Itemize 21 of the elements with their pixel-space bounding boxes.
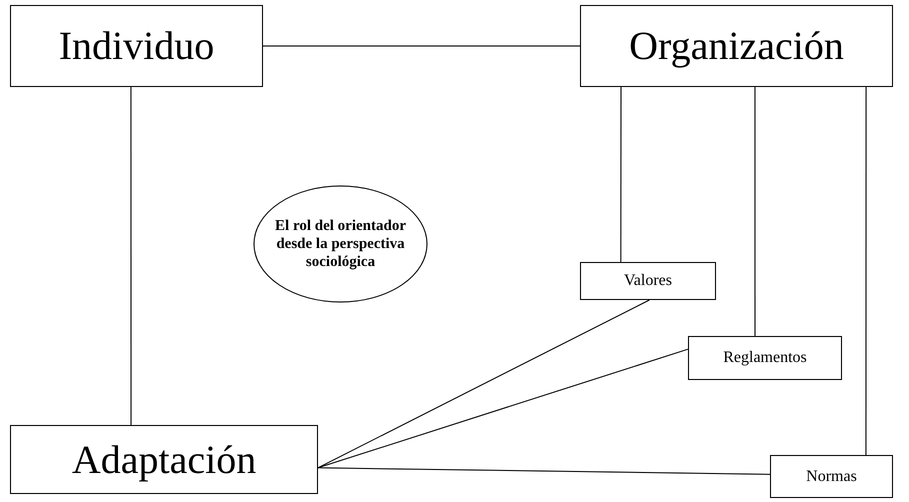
node-label: Valores <box>624 271 672 291</box>
node-label: Normas <box>806 466 857 486</box>
node-label: Individuo <box>58 22 214 70</box>
entity-box <box>580 5 893 87</box>
entity-box <box>10 425 318 494</box>
concept-box <box>770 455 893 498</box>
connector-line <box>754 86 756 336</box>
title-ellipse <box>253 185 428 303</box>
concept-box <box>580 262 716 300</box>
concept-box <box>688 336 842 380</box>
connector-line <box>318 467 770 475</box>
entity-box <box>10 5 263 87</box>
connector-line <box>318 300 650 468</box>
node-label: Adaptación <box>72 436 256 484</box>
ellipse-label: El rol del orientador desde la perspectiva sociológica <box>274 217 407 271</box>
connector-line <box>318 348 688 468</box>
connector-line <box>865 86 867 456</box>
node-label: Organización <box>629 22 844 70</box>
connector-line <box>620 86 622 262</box>
connector-line <box>130 86 132 426</box>
node-label: Reglamentos <box>723 348 807 368</box>
